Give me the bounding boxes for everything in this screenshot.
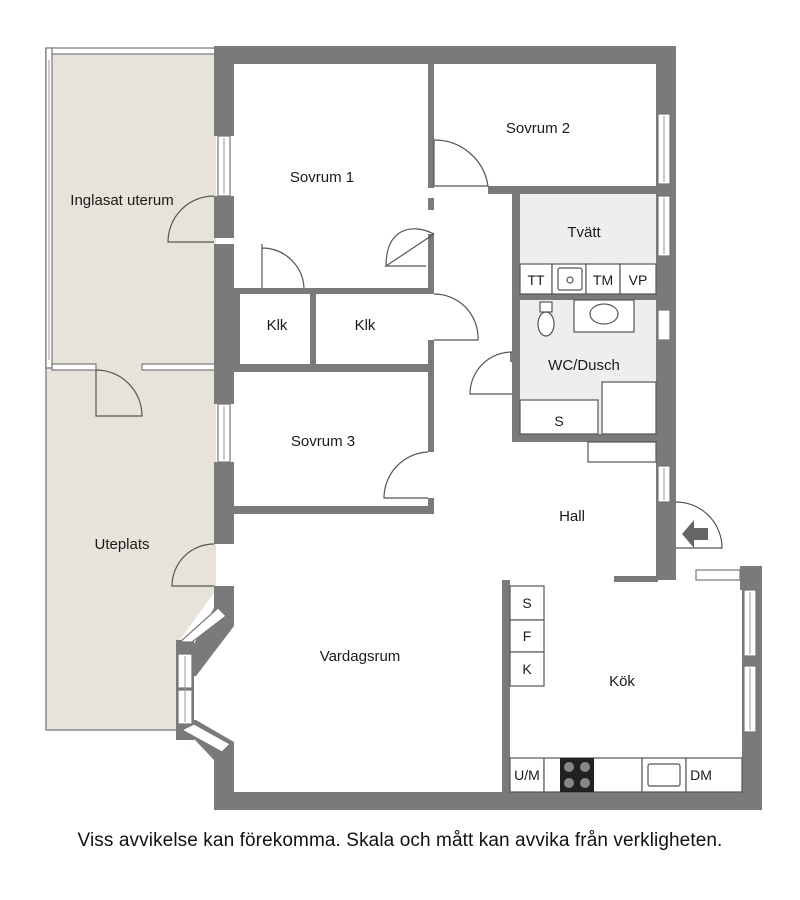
room-label-wc-dusch: WC/Dusch [548,357,620,374]
stove-icon [560,758,594,792]
room-label-klk-2: Klk [355,317,376,334]
appliance-label-vp: VP [629,272,648,288]
appliance-label-s-bath: S [554,413,563,429]
uterum-glass-bottom-left [51,363,97,371]
appliance-label-dm: DM [690,767,712,783]
room-label-hall: Hall [559,508,585,525]
uterum-glass-bottom-right [141,363,217,371]
walls [176,46,762,810]
entrance-arrow-icon [682,520,708,548]
appliance-label-k: K [522,661,532,677]
room-label-tvatt: Tvätt [567,224,601,241]
room-label-sovrum-3: Sovrum 3 [291,433,355,450]
room-label-vardagsrum: Vardagsrum [320,648,401,665]
room-label-uteplats: Uteplats [94,536,149,553]
floor-plan: Inglasat uterum Sovrum 1 Sovrum 2 Tvätt … [45,46,762,810]
laundry-appliances [519,263,657,295]
room-label-kok: Kök [609,673,635,690]
bath-fixtures [519,299,657,463]
appliance-label-f: F [523,628,532,644]
room-label-klk-1: Klk [267,317,288,334]
appliance-label-tm: TM [593,272,613,288]
appliance-label-um: U/M [514,767,540,783]
uterum-area [46,48,216,368]
appliance-label-s-kitchen: S [522,595,531,611]
uterum-glass-top [45,47,217,55]
appliance-label-tt: TT [527,272,545,288]
window-lines [184,116,751,730]
disclaimer-text: Viss avvikelse kan förekomma. Skala och … [77,830,723,851]
room-label-sovrum-1: Sovrum 1 [290,169,354,186]
room-label-sovrum-2: Sovrum 2 [506,120,570,137]
room-label-inglasat-uterum: Inglasat uterum [70,192,173,209]
